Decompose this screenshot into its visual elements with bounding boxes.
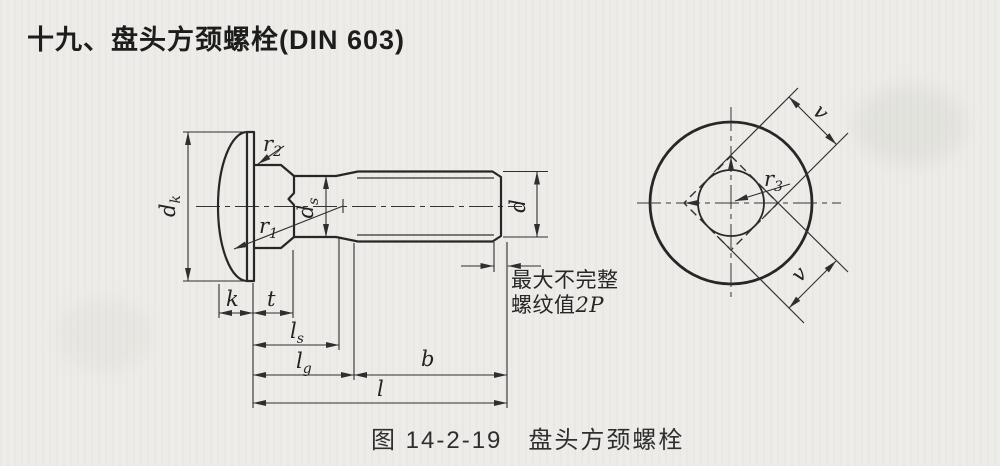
d-label: d bbox=[506, 199, 530, 212]
bolt-end-view: v v r3 bbox=[637, 87, 849, 324]
head-flange-face bbox=[245, 130, 256, 283]
r3-leader bbox=[734, 183, 791, 202]
square-neck-outline bbox=[253, 163, 296, 250]
v-top-dimension-line bbox=[788, 96, 837, 145]
dimension-chain: k t ls lg b l bbox=[218, 238, 508, 408]
figure-caption: 图 14-2-19 盘头方颈螺栓 bbox=[371, 427, 685, 454]
dimension-r2: r2 bbox=[257, 132, 285, 165]
v-reference-line-bottom-2 bbox=[761, 186, 849, 273]
lg-label: lg bbox=[296, 349, 312, 377]
dimension-v-top: v bbox=[788, 96, 837, 145]
thread-root-lines bbox=[357, 177, 494, 236]
dimension-v-bottom: v bbox=[786, 260, 837, 309]
r3-label: r3 bbox=[764, 167, 783, 195]
ds-label: ds bbox=[294, 198, 322, 219]
dimension-dk: dk bbox=[156, 131, 250, 282]
v-reference-line-top-2 bbox=[761, 132, 849, 220]
ls-label: ls bbox=[290, 319, 304, 347]
t-label: t bbox=[267, 287, 276, 311]
r1-label: r1 bbox=[259, 214, 278, 242]
v-bottom-label: v bbox=[786, 261, 811, 286]
square-neck-end-edge bbox=[287, 174, 296, 239]
v-top-label: v bbox=[808, 99, 833, 124]
dk-extension-lines bbox=[183, 131, 250, 282]
k-label: k bbox=[226, 287, 239, 311]
dimension-ds: ds bbox=[294, 176, 329, 237]
head-dome-arc bbox=[216, 130, 249, 283]
b-label: b bbox=[421, 347, 434, 371]
v-reference-line-bottom-1 bbox=[716, 235, 805, 324]
r2-label: r2 bbox=[263, 132, 282, 160]
bolt-side-view: dk r2 r1 ds d bbox=[156, 130, 548, 408]
thread-outline bbox=[334, 170, 503, 243]
dk-label: dk bbox=[156, 195, 184, 217]
dimension-d: d bbox=[503, 170, 548, 238]
shank-outline bbox=[292, 174, 338, 239]
dimension-2p bbox=[461, 242, 541, 272]
r2-leader bbox=[257, 145, 285, 165]
dimension-r3: r3 bbox=[734, 167, 791, 202]
note-line2: 螺纹值2P bbox=[511, 293, 604, 317]
page-title: 十九、盘头方颈螺栓(DIN 603) bbox=[27, 25, 406, 55]
d-extension-lines bbox=[503, 170, 548, 238]
v-reference-line-top-1 bbox=[713, 87, 799, 173]
v-bottom-dimension-line bbox=[788, 260, 837, 309]
l-label: l bbox=[377, 377, 384, 401]
note-line1: 最大不完整 bbox=[511, 269, 619, 292]
incomplete-thread-note: 最大不完整 螺纹值2P bbox=[511, 269, 619, 318]
